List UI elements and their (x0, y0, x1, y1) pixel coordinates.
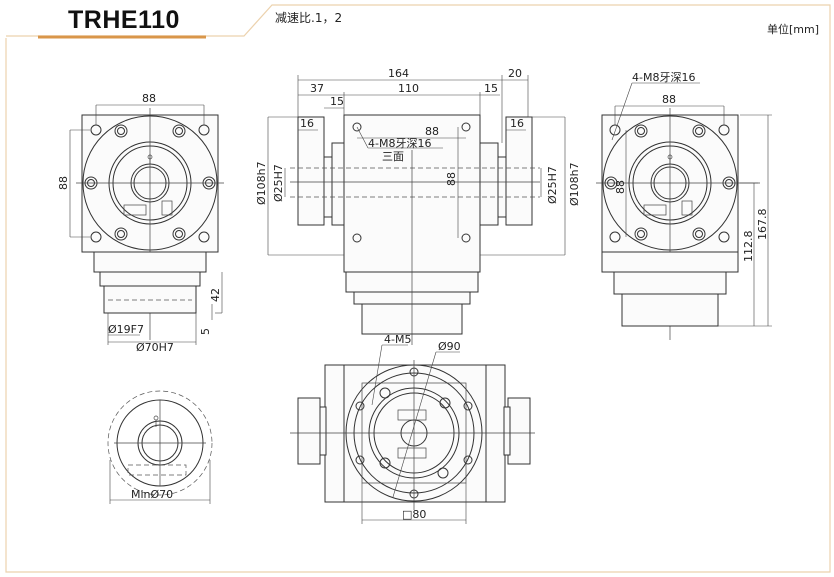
right-dim-88-horizontal: 88 (662, 93, 676, 106)
dia-25-right: Ø25H7 (546, 166, 559, 204)
left-dim-42: 42 (209, 288, 222, 302)
dim-164: 164 (388, 67, 409, 80)
dim-15-right: 15 (484, 82, 498, 95)
dia-25-left: Ø25H7 (272, 164, 285, 202)
min-dia-70: MinØ70 (131, 488, 173, 501)
left-dia-70: Ø70H7 (136, 341, 174, 354)
dim-20: 20 (508, 67, 522, 80)
dim-15-left: 15 (330, 95, 344, 108)
left-dim-88-height: 88 (57, 176, 70, 190)
model-title: TRHE110 (68, 6, 180, 34)
dim-167-8: 167.8 (756, 209, 769, 241)
square-80: □80 (402, 508, 426, 521)
left-dia-19: Ø19F7 (108, 323, 144, 336)
left-front-view: 88 88 42 5 Ø19F7 Ø70H7 (57, 92, 224, 354)
right-dim-88-vertical: 88 (614, 180, 627, 194)
center-side-view: 164 20 37 110 15 15 16 16 88 4-M8牙深16 三面… (255, 67, 581, 345)
dia-108-right: Ø108h7 (568, 162, 581, 206)
right-front-view: 88 88 4-M8牙深16 112.8 167.8 (596, 71, 772, 340)
dim-110: 110 (398, 82, 419, 95)
dim-88-vertical: 88 (445, 172, 458, 186)
dim-16-right: 16 (510, 117, 524, 130)
bottom-view: 4-M5 Ø90 □80 (290, 333, 535, 524)
dim-16-left: 16 (300, 117, 314, 130)
dim-112-8: 112.8 (742, 231, 755, 263)
unit-label: 单位[mm] (767, 23, 820, 36)
dim-37: 37 (310, 82, 324, 95)
thread-note-three-faces: 三面 (382, 150, 404, 163)
left-dim-5: 5 (199, 328, 212, 335)
left-dim-88-width: 88 (142, 92, 156, 105)
dia-108-left: Ø108h7 (255, 161, 268, 205)
right-thread-note: 4-M8牙深16 (632, 71, 695, 84)
shaft-end-view: MinØ70 (107, 390, 213, 504)
thread-note-m5: 4-M5 (384, 333, 411, 346)
reduction-ratio: 减速比.1，2 (275, 11, 343, 25)
thread-note-center: 4-M8牙深16 (368, 137, 431, 150)
dim-88-horizontal: 88 (425, 125, 439, 138)
dia-90: Ø90 (438, 340, 461, 353)
